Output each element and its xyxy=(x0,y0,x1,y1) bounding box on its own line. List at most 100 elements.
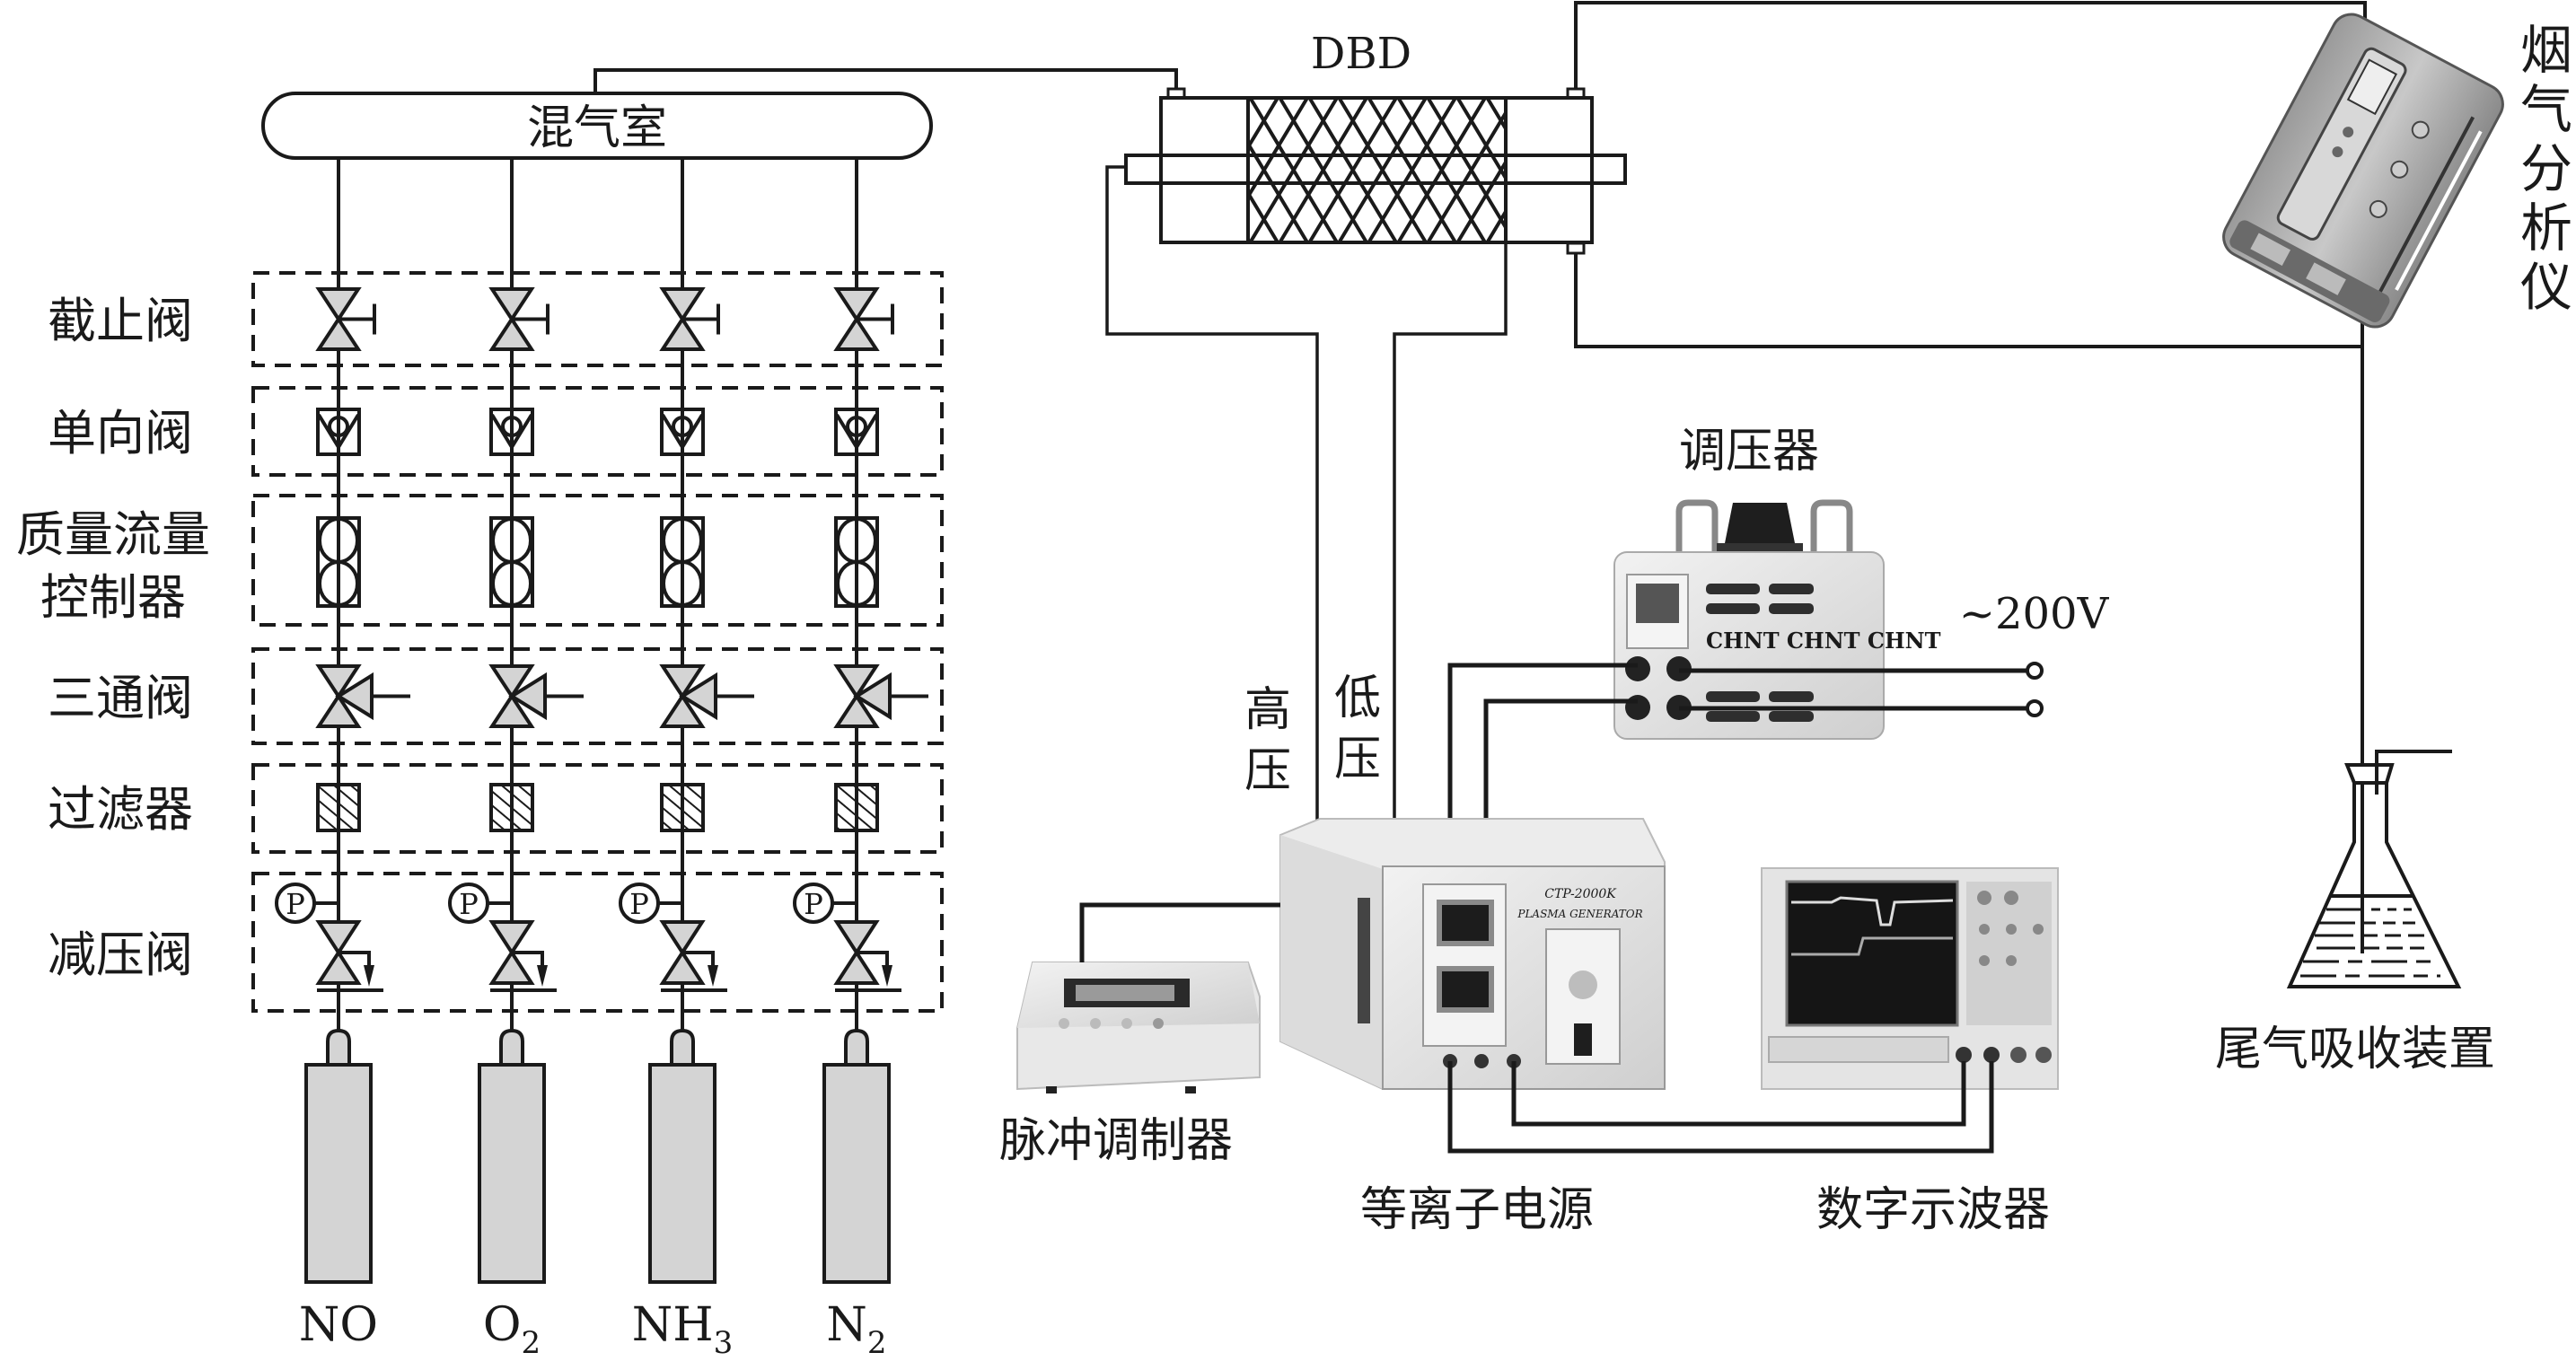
cylinder-body xyxy=(304,1063,373,1284)
analyzer-label-char: 气 xyxy=(2520,79,2572,140)
mains-terminal-2 xyxy=(2026,699,2044,717)
dbd-outer-tube xyxy=(1159,96,1594,244)
three-way-valve-icon xyxy=(659,664,754,728)
filter-icon xyxy=(834,783,879,832)
pressure-gauge-symbol: P xyxy=(459,887,479,921)
cylinder-body xyxy=(648,1063,717,1284)
row-label-shutoff-valve: 截止阀 xyxy=(48,293,193,349)
cylinder-body xyxy=(822,1063,891,1284)
mesh-line xyxy=(1485,98,1506,133)
pipe-dbd-to-analyzer xyxy=(1574,1,2367,89)
row-label-pressure-reducing-valve: 减压阀 xyxy=(48,927,193,983)
three-way-valve-icon xyxy=(833,664,928,728)
pressure-gauge-icon xyxy=(619,883,660,924)
mass-flow-controller-icon xyxy=(660,516,705,608)
mass-flow-controller-icon xyxy=(489,516,534,608)
row-box-check-valve xyxy=(251,386,944,477)
low-voltage-label-1: 低 xyxy=(1334,672,1381,725)
filter-icon xyxy=(316,783,361,832)
pulse-modulator xyxy=(1016,962,1261,1093)
mass-flow-controller-icon xyxy=(834,516,879,608)
analyzer-label-char: 烟 xyxy=(2520,20,2572,81)
exhaust-absorber-label: 尾气吸收装置 xyxy=(2215,1023,2495,1076)
pressure-reducing-valve-icon: P xyxy=(448,883,557,992)
gas-label-O2: O2 xyxy=(483,1298,541,1361)
row-box-mass-flow-controller xyxy=(251,494,944,627)
mixing-chamber: 混气室 xyxy=(261,92,933,160)
gas-cylinder-NH3 xyxy=(648,1028,717,1284)
check-valve-icon xyxy=(489,408,534,456)
regulator-to-psu-wire-2 xyxy=(1483,698,1638,824)
voltage-regulator: 调压器 CHNT CHNT CHNT xyxy=(1613,425,1941,740)
psu-name-marking: PLASMA GENERATOR xyxy=(1517,908,1642,920)
three-way-valve-icon xyxy=(488,664,584,728)
row-box-filter xyxy=(251,763,944,854)
pressure-gauge-icon xyxy=(793,883,834,924)
gas-label-N2: N2 xyxy=(826,1298,886,1361)
shutoff-valve-icon xyxy=(315,287,376,351)
cylinder-body xyxy=(478,1063,546,1284)
pressure-reducing-valve-icon: P xyxy=(275,883,383,992)
dbd-outlet-port-bottom xyxy=(1566,242,1586,255)
regulator-brand-marking: CHNT CHNT CHNT xyxy=(1706,628,1941,654)
row-label-three-way-valve: 三通阀 xyxy=(48,670,193,726)
cylinder-valve xyxy=(499,1028,524,1067)
gas-cylinder-NO xyxy=(304,1028,373,1284)
analyzer-label-char: 分 xyxy=(2520,138,2572,199)
mass-flow-controller-icon xyxy=(316,516,361,608)
high-voltage-wire xyxy=(1105,165,1319,824)
pipe-analyzer-return xyxy=(1574,253,2362,348)
analyzer-label-char: 析 xyxy=(2520,198,2572,259)
check-valve-icon xyxy=(834,408,879,456)
shutoff-valve-icon xyxy=(488,287,549,351)
low-voltage-wire xyxy=(1393,242,1508,824)
pressure-gauge-icon xyxy=(275,883,316,924)
gas-cylinder-O2 xyxy=(478,1028,546,1284)
high-voltage-label-2: 压 xyxy=(1244,744,1291,798)
pressure-reducing-valve-icon: P xyxy=(619,883,727,992)
row-label-mass-flow-controller: 质量流量 xyxy=(16,506,210,563)
check-valve-icon xyxy=(316,408,361,456)
filter-icon xyxy=(489,783,534,832)
pressure-gauge-icon xyxy=(448,883,489,924)
check-valve-icon xyxy=(660,408,705,456)
gas-line-NO: PNO xyxy=(275,158,410,1352)
cylinder-valve xyxy=(326,1028,351,1067)
pressure-gauge-symbol: P xyxy=(629,887,649,921)
mesh-line xyxy=(1485,207,1506,242)
dbd-label: DBD xyxy=(1311,29,1411,79)
pressure-gauge-symbol: P xyxy=(804,887,823,921)
row-label-check-valve: 单向阀 xyxy=(48,405,193,461)
dbd-reactor: DBD xyxy=(1124,29,1627,255)
cylinder-valve xyxy=(670,1028,695,1067)
dbd-discharge-mesh xyxy=(1248,98,1506,242)
oscilloscope-label: 数字示波器 xyxy=(1816,1183,2050,1237)
row-label-filter: 过滤器 xyxy=(48,781,193,838)
gas-label-NH3: NH3 xyxy=(632,1298,734,1361)
shutoff-valve-icon xyxy=(833,287,894,351)
modulator-to-psu-wire xyxy=(1079,902,1280,962)
gas-line-NH3: P NH3 xyxy=(619,158,754,1361)
filter-icon xyxy=(660,783,705,832)
psu-to-scope-wire-1 xyxy=(1447,1061,1994,1154)
digital-oscilloscope xyxy=(1761,867,2059,1090)
row-box-three-way-valve xyxy=(251,647,944,745)
shutoff-valve-icon xyxy=(659,287,720,351)
psu-model-marking: CTP-2000K xyxy=(1544,887,1617,901)
analyzer-label-char: 仪 xyxy=(2520,257,2572,318)
gas-cylinder-N2 xyxy=(822,1028,891,1284)
row-label-mass-flow-controller-line2: 控制器 xyxy=(40,569,186,626)
regulator-label: 调压器 xyxy=(1679,425,1819,479)
flue-gas-analyzer xyxy=(2222,13,2504,329)
pipe-chamber-to-dbd xyxy=(593,68,1178,93)
low-voltage-label-2: 压 xyxy=(1334,733,1381,786)
row-box-shutoff-valve xyxy=(251,271,944,367)
plasma-power-label: 等离子电源 xyxy=(1360,1183,1594,1237)
regulator-to-psu-wire-1 xyxy=(1447,663,1638,824)
mains-terminal-1 xyxy=(2026,662,2044,680)
gas-line-O2: P O2 xyxy=(448,158,584,1361)
mixing-chamber-label: 混气室 xyxy=(527,101,667,155)
